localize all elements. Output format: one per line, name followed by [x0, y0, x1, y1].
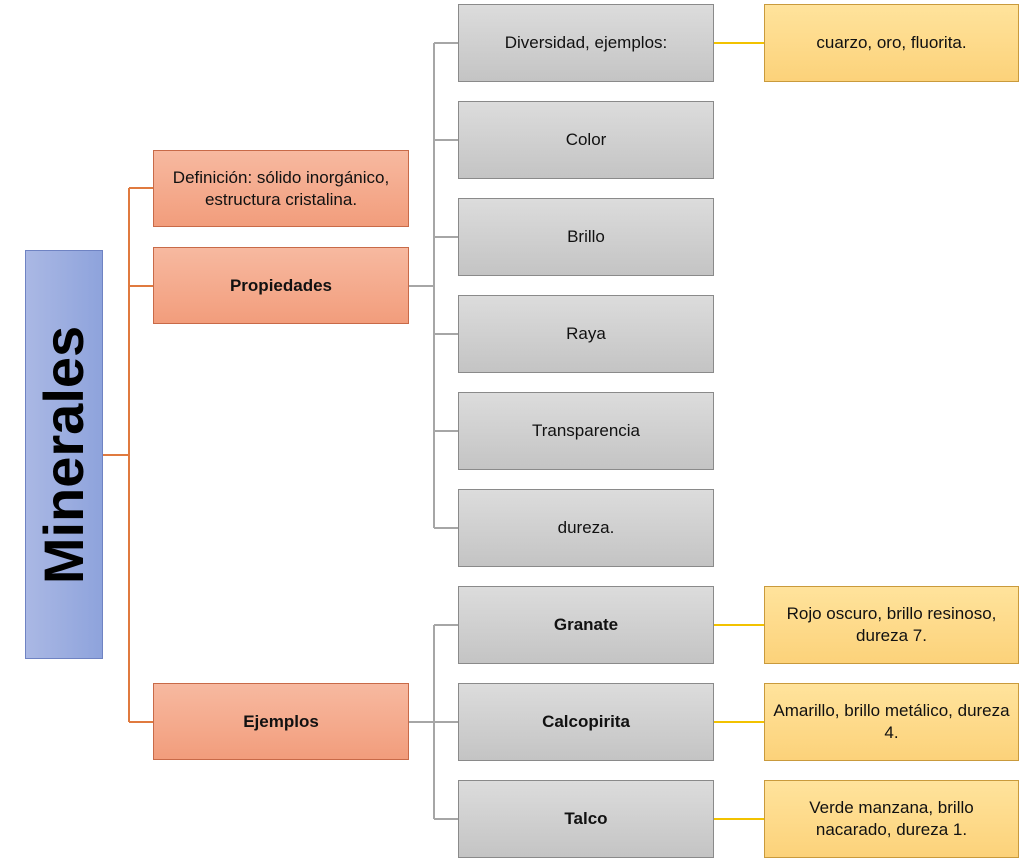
properties-trunk — [409, 43, 435, 528]
example-node-talco: Talco — [458, 780, 714, 858]
properties-node: Propiedades — [153, 247, 409, 324]
root-node: Minerales — [25, 250, 103, 659]
property-label: dureza. — [557, 518, 615, 537]
detail-label: Rojo oscuro, brillo resinoso, dureza 7. — [786, 604, 997, 645]
detail-node-granate: Rojo oscuro, brillo resinoso, dureza 7. — [764, 586, 1019, 664]
detail-node-calcopirita: Amarillo, brillo metálico, dureza 4. — [764, 683, 1019, 761]
example-label: Talco — [564, 809, 608, 828]
property-node-transparencia: Transparencia — [458, 392, 714, 470]
property-node-diversity: Diversidad, ejemplos: — [458, 4, 714, 82]
detail-connectors — [714, 42, 764, 820]
definition-label: Definición: sólido inorgánico, estructur… — [172, 167, 390, 209]
detail-node-diversity: cuarzo, oro, fluorita. — [764, 4, 1019, 82]
property-label: Color — [565, 130, 607, 149]
root-trunk — [103, 188, 130, 722]
examples-node: Ejemplos — [153, 683, 409, 760]
detail-node-talco: Verde manzana, brillo nacarado, dureza 1… — [764, 780, 1019, 858]
property-node-raya: Raya — [458, 295, 714, 373]
example-node-calcopirita: Calcopirita — [458, 683, 714, 761]
detail-label: Amarillo, brillo metálico, dureza 4. — [773, 701, 1010, 742]
root-connectors — [103, 187, 153, 723]
detail-label: cuarzo, oro, fluorita. — [816, 33, 967, 52]
definition-node: Definición: sólido inorgánico, estructur… — [153, 150, 409, 227]
properties-connectors — [409, 42, 458, 529]
properties-label: Propiedades — [229, 275, 333, 295]
detail-label: Verde manzana, brillo nacarado, dureza 1… — [809, 798, 974, 839]
property-label: Brillo — [567, 227, 605, 246]
property-label: Transparencia — [531, 421, 641, 440]
root-label: Minerales — [32, 325, 95, 584]
examples-connectors — [409, 624, 458, 820]
examples-trunk — [409, 625, 435, 819]
examples-label: Ejemplos — [243, 711, 319, 731]
example-node-granate: Granate — [458, 586, 714, 664]
property-label: Diversidad, ejemplos: — [504, 33, 668, 52]
property-label: Raya — [566, 324, 606, 343]
example-label: Granate — [553, 615, 619, 634]
property-node-brillo: Brillo — [458, 198, 714, 276]
property-node-dureza: dureza. — [458, 489, 714, 567]
example-label: Calcopirita — [542, 712, 630, 731]
property-node-color: Color — [458, 101, 714, 179]
